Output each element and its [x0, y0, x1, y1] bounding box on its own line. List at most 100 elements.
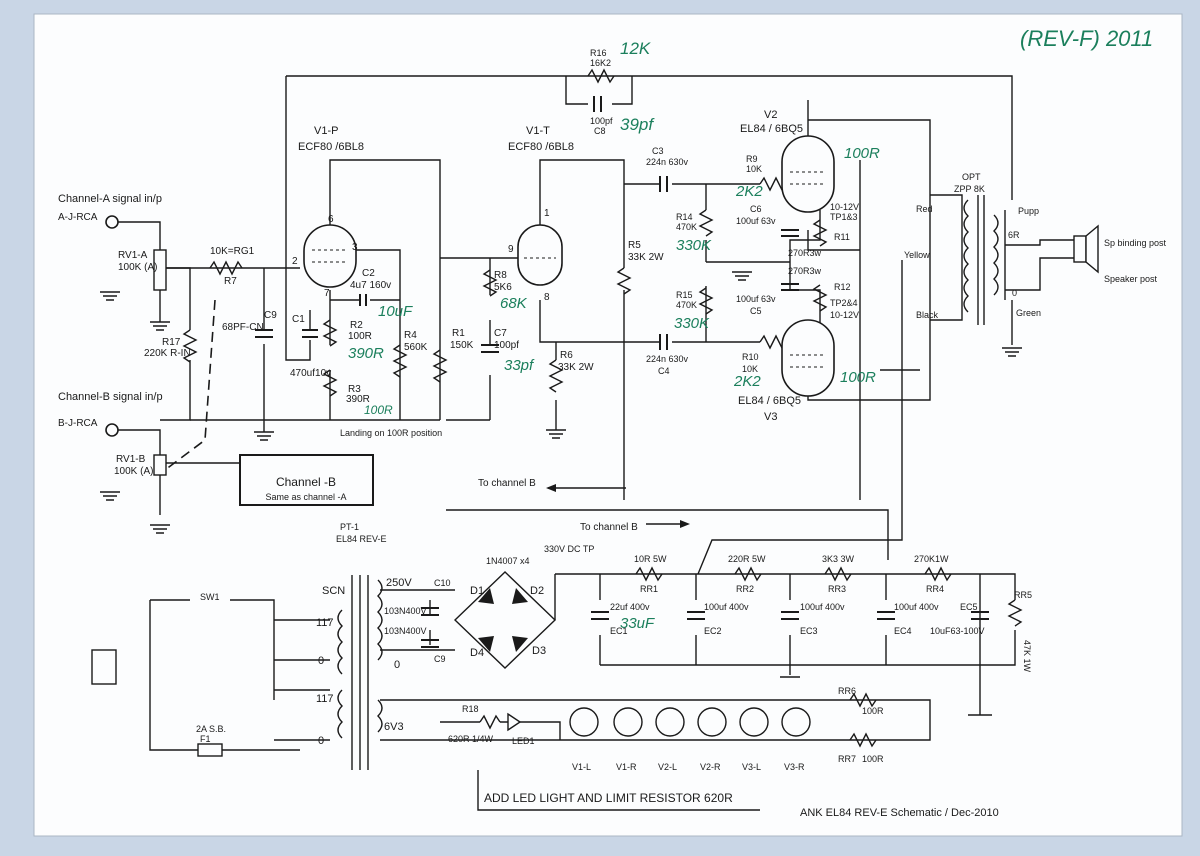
label: 6R [1008, 230, 1020, 240]
label: 250V [386, 577, 412, 589]
label: 9 [508, 244, 514, 255]
hw-note: 39pf [620, 115, 655, 134]
label: R3 [348, 384, 361, 395]
label: F1 [200, 734, 211, 744]
label: 390R [346, 394, 370, 405]
lamp-label: V3-L [742, 762, 761, 772]
blank-patch [805, 450, 859, 498]
label: Speaker post [1104, 274, 1158, 284]
label: 560K [404, 342, 428, 353]
label: R16 [590, 48, 607, 58]
label: R18 [462, 704, 479, 714]
pot-rv1a [153, 249, 167, 291]
label: RR4 [926, 584, 944, 594]
capacitors [255, 96, 989, 648]
label: EC3 [800, 626, 818, 636]
label: B-J-RCA [58, 418, 98, 429]
resistors [182, 68, 1023, 748]
label: Same as channel -A [265, 492, 346, 502]
label: 10-12V [830, 202, 859, 212]
label: 117 [316, 617, 334, 629]
label: RV1-A [118, 250, 148, 261]
led-note: ADD LED LIGHT AND LIMIT RESISTOR 620R [484, 791, 733, 805]
label: 270R3w [788, 266, 822, 276]
label: 270K1W [914, 554, 949, 564]
label: 4u7 160v [350, 280, 391, 291]
label: 8 [544, 292, 550, 303]
label: R17 [162, 337, 181, 348]
arrow-head-1 [546, 484, 556, 492]
heater-lamps [569, 707, 811, 737]
label: 10K [742, 364, 758, 374]
label: 100R [862, 754, 884, 764]
label: SW1 [200, 592, 220, 602]
label: C8 [594, 126, 606, 136]
label: R14 [676, 212, 693, 222]
label: D2 [530, 585, 544, 597]
label: RR1 [640, 584, 658, 594]
label: R5 [628, 240, 641, 251]
label: 0 [1012, 288, 1017, 298]
label: EC4 [894, 626, 912, 636]
label: 100R [348, 331, 372, 342]
pot-rv1b [153, 454, 167, 476]
ground-symbols [100, 271, 1022, 716]
label: C5 [750, 306, 762, 316]
label: C9 [264, 310, 277, 321]
label: 220R 5W [728, 554, 766, 564]
label: Channel-B signal in/p [58, 391, 163, 403]
label: R8 [494, 270, 507, 281]
tube-v2 [781, 135, 835, 213]
speaker-cone [1085, 224, 1099, 274]
hw-note: 100R [840, 369, 876, 386]
label: PT-1 [340, 522, 359, 532]
bridge-diodes [478, 588, 528, 652]
fuse-symbol [197, 743, 223, 757]
label: R12 [834, 282, 851, 292]
hw-note: 2K2 [733, 373, 761, 390]
label: EL84 / 6BQ5 [738, 395, 801, 407]
blank-patch [752, 588, 782, 610]
hw-note: 330K [676, 237, 712, 254]
label: 103N400V [384, 626, 427, 636]
label: 470K [676, 222, 697, 232]
label: ECF80 /6BL8 [508, 141, 574, 153]
lamp-label: V3-R [784, 762, 805, 772]
label: 47K 1W [1022, 640, 1032, 673]
transformer-pt1 [337, 575, 383, 770]
label: 5K6 [494, 282, 512, 293]
label: 100uf 63v [736, 216, 776, 226]
rca-jack-a [105, 215, 119, 229]
label: R6 [560, 350, 573, 361]
channel-b-box [239, 454, 374, 506]
label: 10K [746, 164, 762, 174]
label: D4 [470, 647, 484, 659]
label: LED1 [512, 736, 535, 746]
label: R2 [350, 320, 363, 331]
lamp-label: V1-L [572, 762, 591, 772]
hw-note: 100R [364, 403, 393, 417]
label: 10K=RG1 [210, 246, 255, 257]
label: EL84 REV-E [336, 534, 387, 544]
label: Yellow [904, 250, 930, 260]
handwritten-notes: 12K 39pf 10uF 390R 100R 68K 33pf 330K 33… [348, 26, 1153, 632]
label: 100uf 63v [736, 294, 776, 304]
label: RR6 [838, 686, 856, 696]
label: To channel B [478, 478, 536, 489]
label: EC2 [704, 626, 722, 636]
tube-v1t [517, 224, 563, 286]
label: ECF80 /6BL8 [298, 141, 364, 153]
label: 100uf 400v [894, 602, 939, 612]
label: 220K R-IN [144, 348, 191, 359]
label: D1 [470, 585, 484, 597]
hw-note: 330K [674, 315, 710, 332]
label: 1 [544, 208, 550, 219]
label: 270R3w [788, 248, 822, 258]
tubes [303, 135, 835, 397]
label: ZPP 8K [954, 184, 985, 194]
revision-label: (REV-F) 2011 [1020, 26, 1153, 51]
label: C10 [434, 578, 451, 588]
label: 620R 1/4W [448, 734, 494, 744]
label: RR5 [1014, 590, 1032, 600]
label: C3 [652, 146, 664, 156]
